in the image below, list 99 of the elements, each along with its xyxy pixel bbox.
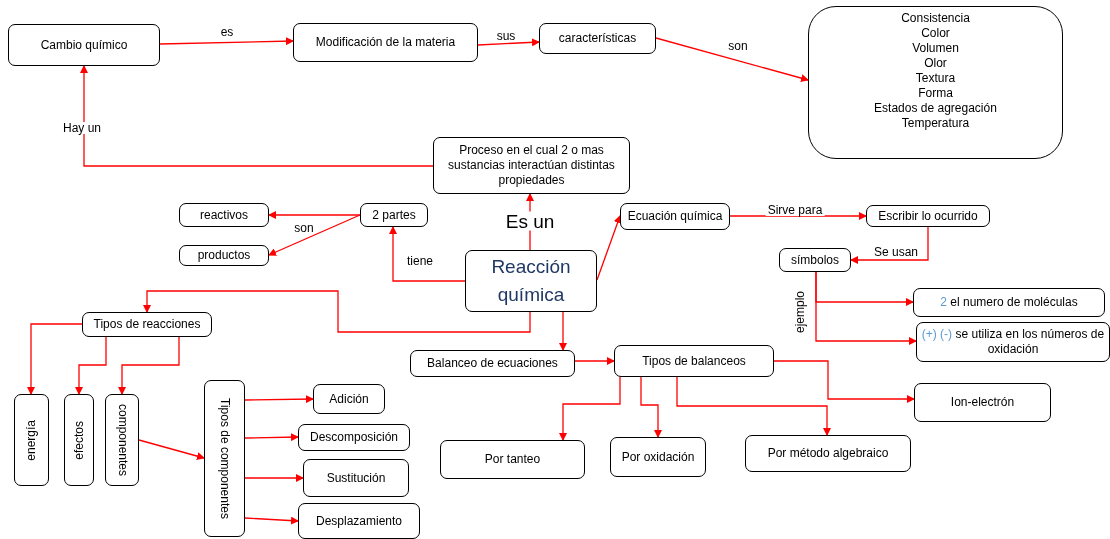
concept-box xyxy=(179,245,269,266)
concept-text: Tipos de reacciones xyxy=(92,317,202,332)
arrow xyxy=(244,516,299,525)
concept-box xyxy=(204,380,245,537)
arrow xyxy=(559,376,621,441)
concept-text: Escribir lo ocurrido xyxy=(877,208,979,224)
concept-text: Adición xyxy=(328,391,370,407)
concept-box xyxy=(179,203,269,227)
arrow xyxy=(268,214,361,256)
concept-text: Desplazamiento xyxy=(314,513,403,529)
list-item: Volumen xyxy=(912,41,959,56)
list-item: Estados de agregación xyxy=(874,101,997,116)
arrow xyxy=(244,395,314,404)
list-item: Color xyxy=(921,26,950,41)
arrow xyxy=(118,336,180,395)
edge-label: son xyxy=(726,40,750,52)
concept-text: Tipos de componentes xyxy=(217,398,232,519)
concept-box xyxy=(620,203,730,230)
concept-box xyxy=(82,312,212,337)
concept-text: productos xyxy=(196,248,252,263)
arrow xyxy=(75,336,107,395)
edge-label: son xyxy=(292,222,316,234)
arrow xyxy=(574,357,615,365)
concept-text: Reacción química xyxy=(490,255,572,307)
concept-text: Cambio químico xyxy=(39,37,129,53)
concept-text: Sustitución xyxy=(325,470,387,486)
arrow xyxy=(559,311,567,351)
edge-label: Se usan xyxy=(872,246,920,258)
arrow xyxy=(143,290,531,333)
concept-box xyxy=(298,503,420,539)
arrow xyxy=(138,439,205,460)
arrow xyxy=(244,474,304,482)
concept-box xyxy=(866,205,990,227)
concept-box xyxy=(614,345,774,377)
concept-box xyxy=(610,437,706,477)
arrow xyxy=(389,226,466,282)
concept-text: 2 el numero de moléculas xyxy=(940,295,1078,310)
list-item: Textura xyxy=(915,71,956,86)
arrow xyxy=(477,38,540,47)
concept-text: Tipos de balanceos xyxy=(641,353,747,369)
concept-text: reactivos xyxy=(199,207,249,223)
list-item: Temperatura xyxy=(901,116,970,131)
concept-text: Modificación de la materia xyxy=(314,35,457,50)
concept-box xyxy=(440,440,585,479)
concept-box xyxy=(360,203,428,227)
arrow xyxy=(729,212,867,220)
edge-label: ejemplo xyxy=(794,289,806,335)
edge-label: Sirve para xyxy=(765,204,825,216)
concept-text: Por oxidación xyxy=(620,449,696,465)
concept-box xyxy=(303,459,409,497)
concept-text: Proceso en el cual 2 o mas sustancias interactúan distintas propiedades xyxy=(447,143,616,188)
arrow xyxy=(27,323,83,395)
arrow xyxy=(159,37,294,46)
concept-box xyxy=(539,23,656,54)
concept-box xyxy=(8,24,160,66)
concept-text: componentes xyxy=(114,403,130,476)
concept-box xyxy=(410,350,575,377)
concept-text: Por tanteo xyxy=(483,452,542,467)
concept-box xyxy=(779,248,851,272)
concept-box xyxy=(913,288,1105,317)
concept-text: características xyxy=(557,31,638,46)
concept-text: Ecuación química xyxy=(626,209,724,224)
concept-text: (+) (-) se utiliza en los números de oxidación xyxy=(921,327,1105,357)
concept-box xyxy=(433,137,630,194)
arrow xyxy=(815,271,917,345)
arrow xyxy=(850,226,929,264)
concept-text: energía xyxy=(24,419,39,461)
list-item: Forma xyxy=(918,86,953,101)
concept-text: efectos xyxy=(71,420,87,460)
arrow xyxy=(80,65,434,167)
arrow xyxy=(676,376,831,436)
list-item: Olor xyxy=(924,56,947,71)
concept-box xyxy=(14,394,49,486)
edge-label: Hay un xyxy=(61,122,103,134)
edge-label: tiene xyxy=(405,255,435,267)
edge-label: es xyxy=(218,26,236,38)
concept-box xyxy=(745,435,911,472)
concept-text: símbolos xyxy=(790,252,840,268)
arrow xyxy=(244,433,299,442)
concept-box xyxy=(64,394,94,486)
list-box xyxy=(808,6,1063,159)
arrow xyxy=(268,211,361,219)
concept-box xyxy=(105,394,139,486)
concept-text: Balanceo de ecuaciones xyxy=(426,356,559,371)
arrow xyxy=(655,37,809,82)
concept-text: Por método algebraico xyxy=(766,446,890,461)
concept-text: 2 partes xyxy=(371,207,417,223)
arrow xyxy=(773,360,915,403)
arrow xyxy=(596,215,622,281)
concept-text: Descomposición xyxy=(308,430,399,445)
concept-box xyxy=(313,384,385,414)
concept-box xyxy=(298,424,410,451)
arrow xyxy=(640,376,662,438)
concept-box xyxy=(293,23,478,62)
list-item: Consistencia xyxy=(901,11,970,26)
concept-box xyxy=(914,383,1051,422)
concept-box xyxy=(465,250,597,312)
concept-text: Ion-electrón xyxy=(949,395,1016,410)
edge-label: sus xyxy=(494,30,518,42)
